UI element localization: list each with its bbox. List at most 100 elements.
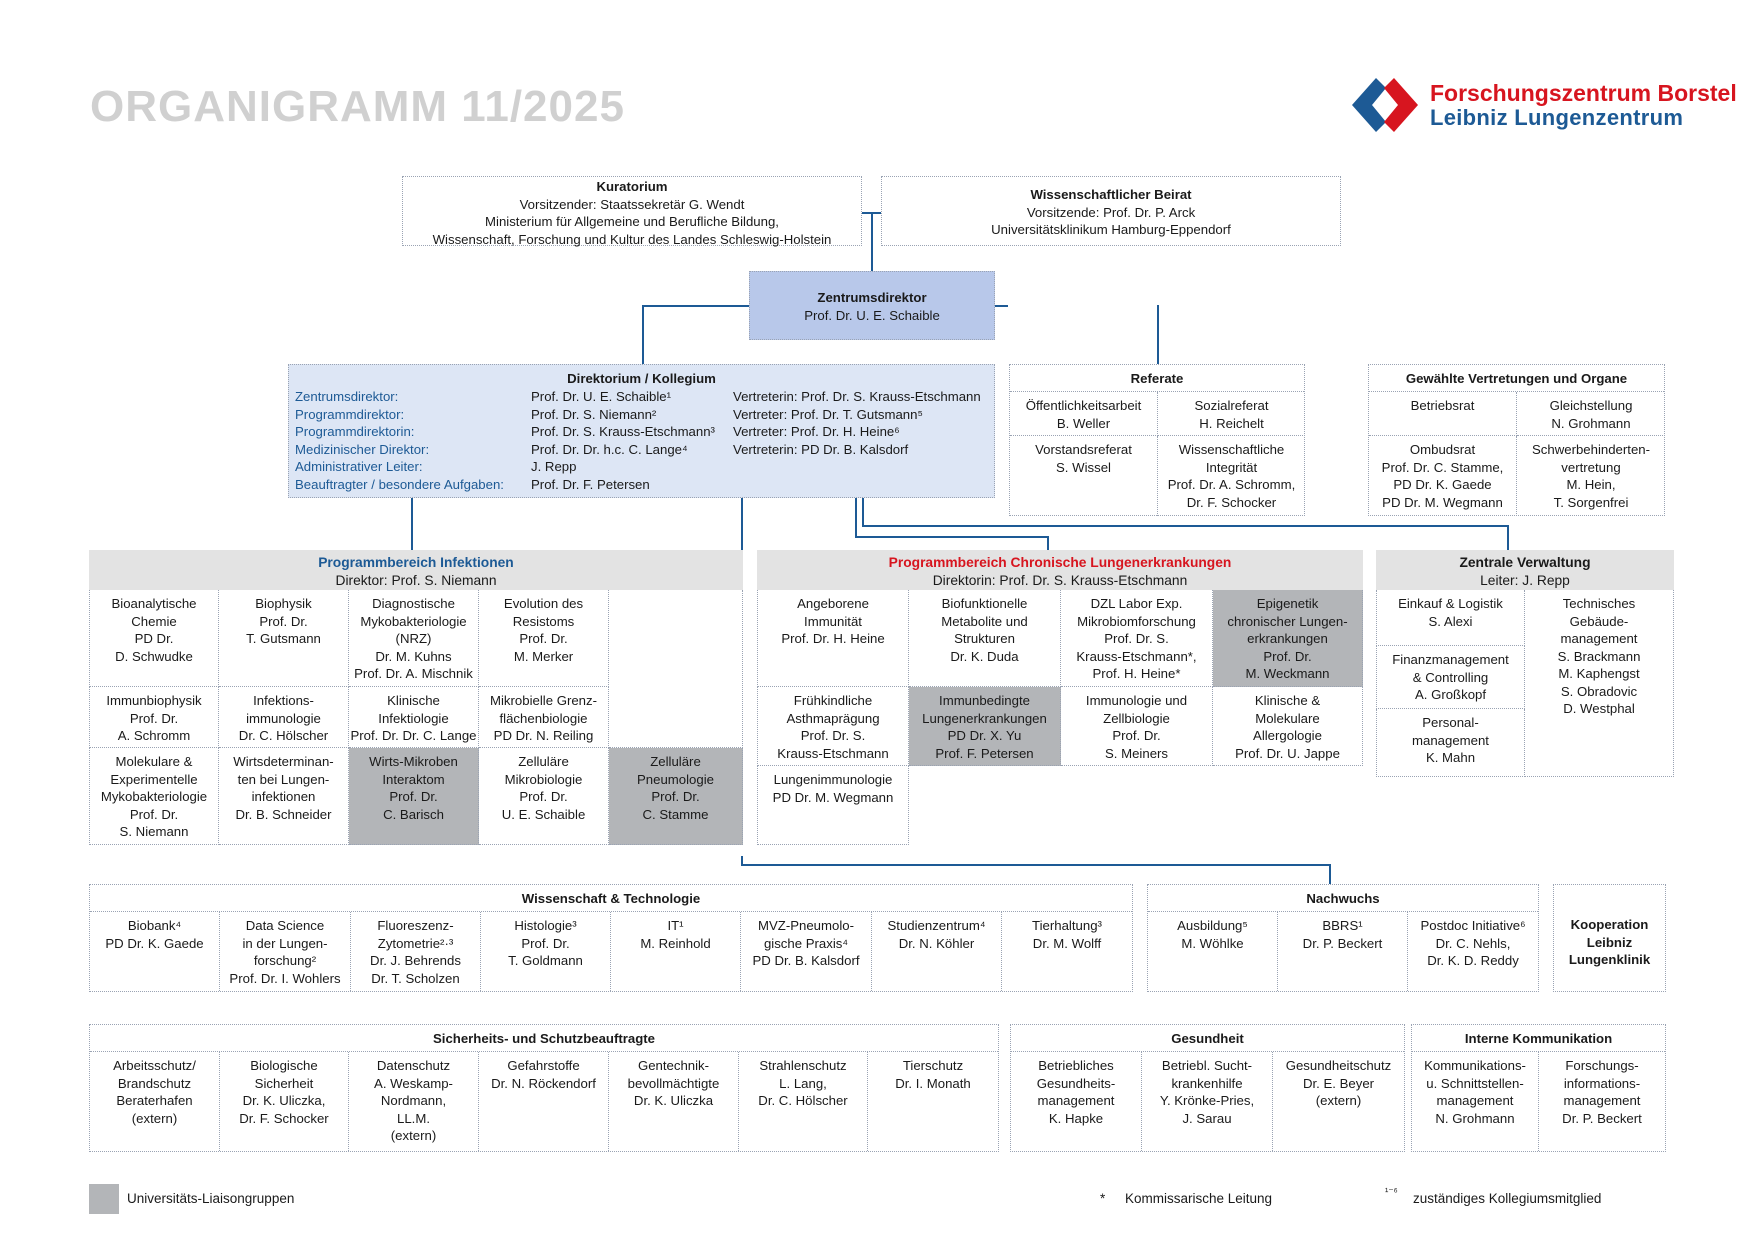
sicherheit-cell-text: Arbeitsschutz/ Brandschutz Beraterhafen …	[113, 1058, 196, 1126]
chronisch-cell: DZL Labor Exp. Mikrobiomforschung Prof. …	[1061, 590, 1213, 687]
chronisch-cell-text: Frühkindliche Asthmaprägung Prof. Dr. S.…	[777, 693, 889, 761]
wissenschaft-cell: Biobank⁴ PD Dr. K. Gaede	[90, 912, 220, 991]
nachwuchs-cell-text: BBRS¹ Dr. P. Beckert	[1302, 918, 1383, 951]
vertretungen-cell-lead: Ombudsrat	[1409, 442, 1476, 457]
connector-line	[642, 305, 644, 365]
gesundheit-cell-text: Gesundheitschutz Dr. E. Beyer (extern)	[1285, 1058, 1392, 1108]
verwaltung-cell-text: Personal- management K. Mahn	[1412, 715, 1489, 765]
zentrumsdirektor-name: Prof. Dr. U. E. Schaible	[804, 307, 940, 323]
chronisch-cell-text: Epigenetik chronischer Lungen- erkrankun…	[1227, 596, 1348, 681]
wissenschaft-cell-text: Tierhaltung³ Dr. M. Wolff	[1032, 918, 1102, 951]
infektionen-cell-text: Infektions- immunologie Dr. C. Hölscher	[238, 693, 329, 743]
vertretungen-cell-lead: Schwerbehinderten- vertretung	[1531, 442, 1651, 475]
sicherheit-cell-text: Tierschutz Dr. I. Monath	[895, 1058, 971, 1091]
logo: Forschungszentrum Borstel Leibniz Lungen…	[1350, 76, 1737, 134]
sicherheit-cell: Biologische Sicherheit Dr. K. Uliczka, D…	[220, 1052, 349, 1151]
wissenschaft-cell-text: Studienzentrum⁴ Dr. N. Köhler	[887, 918, 986, 951]
gesundheit-cell: Gesundheitschutz Dr. E. Beyer (extern)	[1273, 1052, 1404, 1151]
referate-cell-lead: Öffentlichkeitsarbeit	[1025, 398, 1142, 413]
chronisch-cell: Immunbedingte Lungenerkrankungen PD Dr. …	[909, 687, 1061, 766]
zentrumsdirektor-title: Zentrumsdirektor	[817, 290, 927, 305]
wissenschaft-cell: Fluoreszenz- Zytometrie²·³ Dr. J. Behren…	[351, 912, 481, 991]
gesundheit-cell: Betriebliches Gesundheits- management K.…	[1011, 1052, 1142, 1151]
chronisch-header: Programmbereich Chronische Lungenerkrank…	[757, 550, 1363, 590]
sicherheit-cell-text: Gefahrstoffe Dr. N. Röckendorf	[491, 1058, 596, 1091]
vertretungen-box: Gewählte Vertretungen und Organe Betrieb…	[1368, 364, 1665, 516]
connector-line	[871, 212, 873, 274]
sicherheit-section: Sicherheits- und Schutzbeauftragte Arbei…	[89, 1024, 999, 1152]
direktorium-role: Administrativer Leiter:	[295, 459, 423, 475]
beirat-title: Wissenschaftlicher Beirat	[1030, 187, 1192, 202]
referate-cell-text: B. Weller	[1056, 415, 1111, 431]
legend-num-label: zuständiges Kollegiumsmitglied	[1413, 1191, 1602, 1206]
chronisch-cell: Immunologie und Zellbiologie Prof. Dr. S…	[1061, 687, 1213, 766]
beirat-text: Vorsitzende: Prof. Dr. P. Arck Universit…	[991, 204, 1231, 238]
gesundheit-title: Gesundheit	[1011, 1025, 1404, 1052]
direktorium-name: J. Repp	[531, 459, 577, 475]
vertretungen-title: Gewählte Vertretungen und Organe	[1369, 365, 1664, 392]
vertretungen-cell-text: M. Hein, T. Sorgenfrei	[1553, 477, 1629, 510]
verwaltung-cell-text: Technisches Gebäude- management S. Brack…	[1557, 596, 1641, 716]
nachwuchs-cell-text: Ausbildung⁵ M. Wöhlke	[1177, 918, 1248, 951]
chronisch-director: Direktorin: Prof. Dr. S. Krauss-Etschman…	[932, 572, 1188, 588]
wissenschaft-title: Wissenschaft & Technologie	[90, 885, 1132, 912]
direktorium-role: Beauftragter / besondere Aufgaben:	[295, 477, 504, 492]
legend-num-symbol: ¹⁻⁶	[1385, 1187, 1398, 1198]
connector-line	[862, 212, 882, 214]
infektionen-empty-cell	[609, 590, 743, 748]
referate-cell-text: S. Wissel	[1056, 459, 1111, 475]
kommunikation-cell-text: Forschungs- informations- management Dr.…	[1562, 1058, 1642, 1126]
verwaltung-cell: Technisches Gebäude- management S. Brack…	[1525, 590, 1674, 777]
infektionen-director: Direktor: Prof. S. Niemann	[335, 572, 497, 588]
logo-line-2: Leibniz Lungenzentrum	[1430, 105, 1684, 130]
wissenschaft-cell-text: Biobank⁴ PD Dr. K. Gaede	[105, 918, 204, 951]
legend-grey-label: Universitäts-Liaisongruppen	[127, 1191, 295, 1206]
wissenschaft-cell: Histologie³ Prof. Dr. T. Goldmann	[481, 912, 611, 991]
referate-cell-lead: Wissenschaftliche Integrität	[1178, 442, 1285, 475]
chronisch-cell: Biofunktionelle Metabolite und Strukture…	[909, 590, 1061, 687]
wissenschaft-cell-text: Fluoreszenz- Zytometrie²·³ Dr. J. Behren…	[370, 918, 461, 986]
sicherheit-cell-text: Gentechnik- bevollmächtigte Dr. K. Ulicz…	[627, 1058, 720, 1108]
infektionen-title: Programmbereich Infektionen	[318, 555, 514, 570]
infektionen-cell-text: Biophysik Prof. Dr. T. Gutsmann	[246, 596, 321, 646]
connector-line	[1507, 525, 1509, 550]
direktorium-name: Prof. Dr. S. Krauss-Etschmann³	[531, 424, 715, 440]
kommunikation-section: Interne Kommunikation Kommunikations- u.…	[1411, 1024, 1666, 1152]
direktorium-name: Prof. Dr. U. E. Schaible¹	[531, 389, 671, 404]
kooperation-text: Kooperation Leibniz Lungenklinik	[1568, 917, 1651, 967]
infektionen-cell: Biophysik Prof. Dr. T. Gutsmann	[219, 590, 349, 687]
referate-title: Referate	[1010, 365, 1304, 392]
chronisch-cell-text: Angeborene Immunität Prof. Dr. H. Heine	[781, 596, 885, 646]
connector-line	[1157, 305, 1159, 365]
infektionen-cell-text: Wirts-Mikroben Interaktom Prof. Dr. C. B…	[369, 754, 458, 822]
chronisch-cell: Klinische & Molekulare Allergologie Prof…	[1213, 687, 1363, 766]
nachwuchs-cell: Ausbildung⁵ M. Wöhlke	[1148, 912, 1278, 991]
connector-line	[1047, 536, 1049, 550]
chronisch-cell-text: DZL Labor Exp. Mikrobiomforschung Prof. …	[1076, 596, 1197, 681]
wissenschaft-section: Wissenschaft & Technologie Biobank⁴ PD D…	[89, 884, 1133, 992]
wissenschaft-cell: Data Science in der Lungen- forschung² P…	[220, 912, 351, 991]
nachwuchs-cell: BBRS¹ Dr. P. Beckert	[1278, 912, 1408, 991]
chronisch-cell-text: Immunbedingte Lungenerkrankungen PD Dr. …	[922, 693, 1047, 761]
infektionen-cell-text: Diagnostische Mykobakteriologie (NRZ) Dr…	[354, 596, 473, 681]
infektionen-cell: Mikrobielle Grenz- flächenbiologie PD Dr…	[479, 687, 609, 748]
verwaltung-cell-text: Einkauf & Logistik S. Alexi	[1398, 596, 1503, 629]
infektionen-cell-text: Zelluläre Mikrobiologie Prof. Dr. U. E. …	[501, 754, 586, 822]
beirat-box: Wissenschaftlicher Beirat Vorsitzende: P…	[881, 176, 1341, 246]
infektionen-cell-text: Molekulare & Experimentelle Mykobakterio…	[100, 754, 208, 839]
infektionen-cell: Evolution des Resistoms Prof. Dr. M. Mer…	[479, 590, 609, 687]
chronisch-cell: Lungenimmunologie PD Dr. M. Wegmann	[757, 766, 909, 845]
kooperation-box: Kooperation Leibniz Lungenklinik	[1553, 884, 1666, 992]
connector-line	[741, 864, 1331, 866]
connector-line	[411, 498, 413, 550]
legend-star-label: Kommissarische Leitung	[1125, 1191, 1273, 1206]
connector-line	[855, 498, 857, 538]
wissenschaft-cell: MVZ-Pneumolo- gische Praxis⁴ PD Dr. B. K…	[741, 912, 872, 991]
sicherheit-title: Sicherheits- und Schutzbeauftragte	[90, 1025, 998, 1052]
sicherheit-cell: Arbeitsschutz/ Brandschutz Beraterhafen …	[90, 1052, 220, 1151]
infektionen-cell-text: Mikrobielle Grenz- flächenbiologie PD Dr…	[490, 693, 597, 743]
infektionen-cell-text: Evolution des Resistoms Prof. Dr. M. Mer…	[503, 596, 584, 664]
